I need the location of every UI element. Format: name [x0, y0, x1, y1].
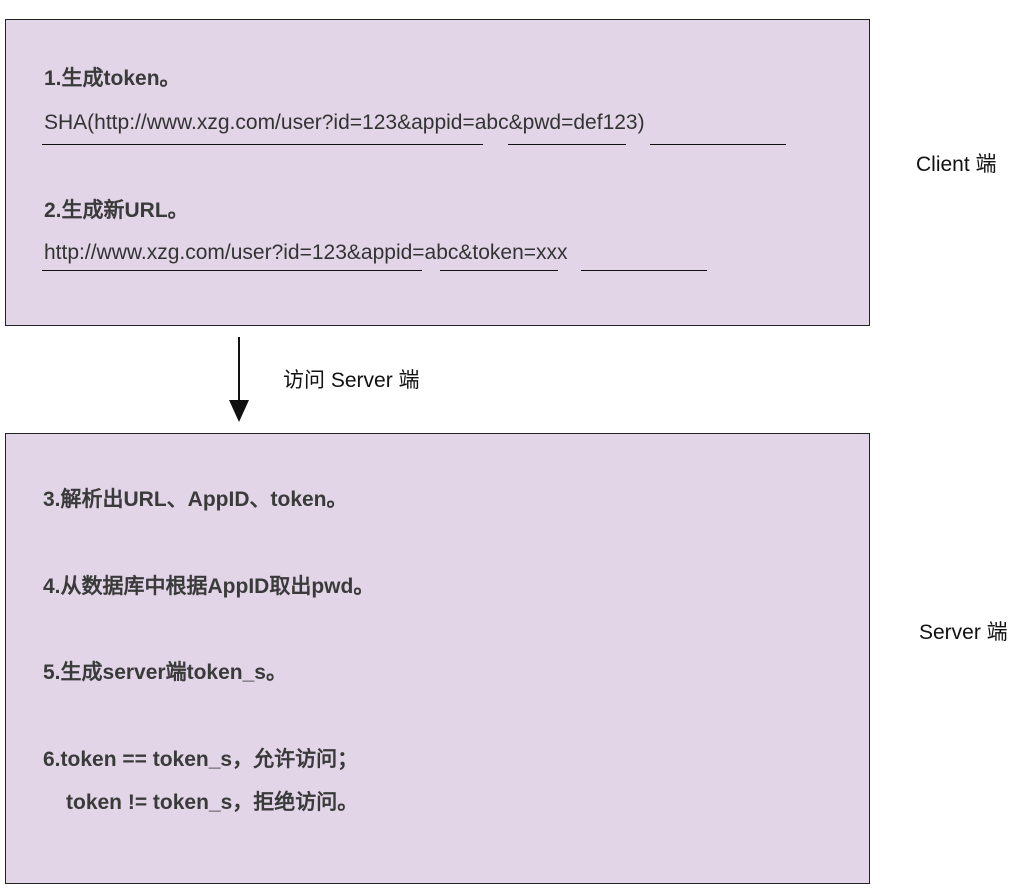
arrow-label: 访问 Server 端 — [283, 369, 420, 392]
down-arrow-icon — [229, 400, 249, 422]
underline-url — [42, 144, 483, 145]
step5-text: 5.生成server端token_s。 — [43, 661, 287, 684]
step4-text: 4.从数据库中根据AppID取出pwd。 — [43, 575, 375, 598]
step2-url: http://www.xzg.com/user?id=123&appid=abc… — [44, 241, 568, 264]
step1-formula: SHA(http://www.xzg.com/user?id=123&appid… — [44, 111, 645, 134]
underline-new-appid — [440, 270, 558, 271]
step6-line2: token != token_s，拒绝访问。 — [66, 791, 359, 814]
underline-new-url — [42, 270, 422, 271]
client-box: 1.生成token。 SHA(http://www.xzg.com/user?i… — [5, 19, 870, 326]
underline-appid — [508, 144, 626, 145]
step3-text: 3.解析出URL、AppID、token。 — [43, 488, 348, 511]
client-label: Client 端 — [916, 153, 997, 176]
down-arrow-shaft — [238, 337, 240, 403]
step2-title: 2.生成新URL。 — [44, 199, 189, 222]
step6-line1: 6.token == token_s，允许访问； — [43, 748, 359, 771]
underline-pwd — [650, 144, 786, 145]
underline-token — [581, 270, 707, 271]
server-box: 3.解析出URL、AppID、token。 4.从数据库中根据AppID取出pw… — [5, 433, 870, 884]
step1-title: 1.生成token。 — [44, 67, 181, 90]
server-label: Server 端 — [919, 621, 1008, 644]
